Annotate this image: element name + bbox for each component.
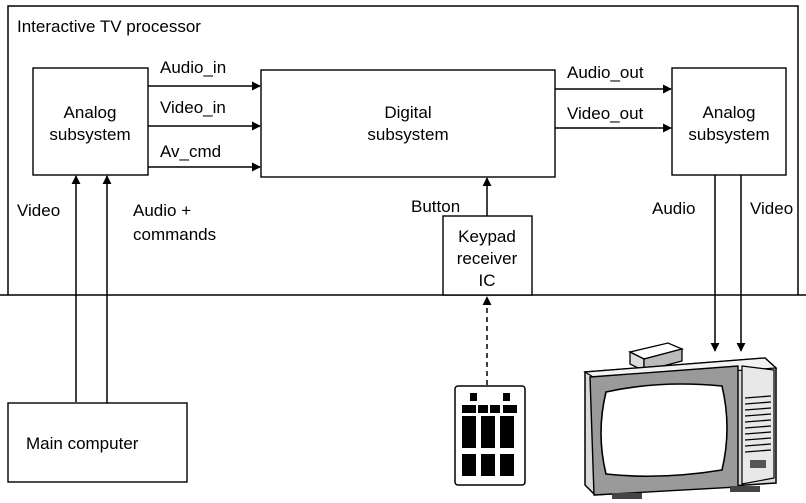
main-computer-label: Main computer — [26, 434, 139, 453]
remote-control-icon — [454, 385, 526, 486]
button-label: Button — [411, 197, 460, 216]
analog-right-line2: subsystem — [688, 125, 769, 144]
analog-left-line2: subsystem — [49, 125, 130, 144]
audio-right-label: Audio — [652, 199, 695, 218]
digital-line1: Digital — [384, 103, 431, 122]
video-out-label: Video_out — [567, 104, 644, 123]
video-left-label: Video — [17, 201, 60, 220]
keypad-line1: Keypad — [458, 227, 516, 246]
analog-left-line1: Analog — [64, 103, 117, 122]
av-cmd-label: Av_cmd — [160, 142, 221, 161]
analog-subsystem-left: Analog subsystem — [32, 67, 149, 176]
keypad-receiver-ic: Keypad receiver IC — [442, 215, 533, 296]
digital-subsystem: Digital subsystem — [260, 69, 556, 178]
analog-subsystem-right: Analog subsystem — [671, 67, 787, 176]
analog-right-line1: Analog — [703, 103, 756, 122]
audio-in-label: Audio_in — [160, 58, 226, 77]
television-icon — [583, 342, 778, 499]
digital-line2: subsystem — [367, 125, 448, 144]
audio-out-label: Audio_out — [567, 63, 644, 82]
video-right-label: Video — [750, 199, 793, 218]
audio-commands-label-line2: commands — [133, 225, 216, 244]
processor-boundary — [7, 5, 799, 295]
video-in-label: Video_in — [160, 98, 226, 117]
audio-commands-label-line1: Audio + — [133, 201, 191, 220]
keypad-line2: receiver — [457, 249, 518, 268]
processor-title: Interactive TV processor — [17, 17, 201, 36]
keypad-line3: IC — [479, 271, 496, 290]
main-computer: Main computer — [7, 402, 188, 483]
